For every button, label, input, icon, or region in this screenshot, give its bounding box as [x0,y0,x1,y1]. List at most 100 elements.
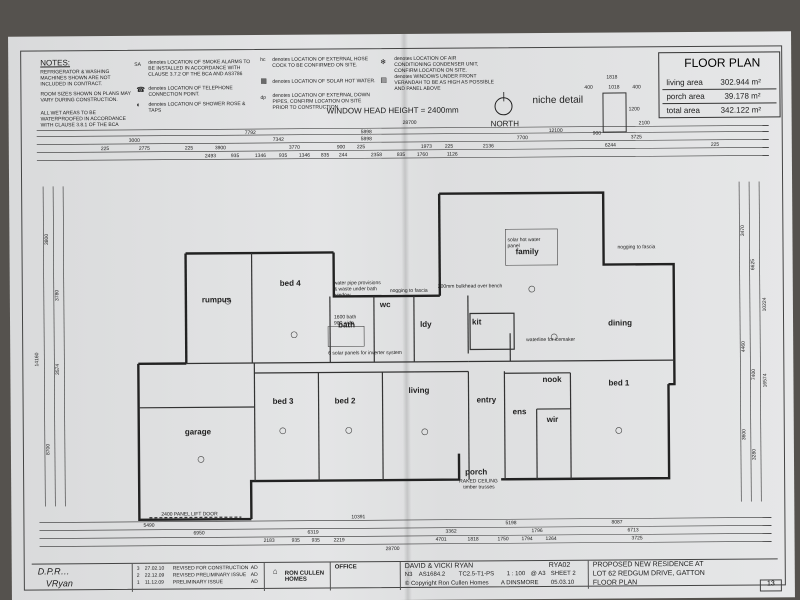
dim-text: 835 [320,152,330,159]
dim-text: 6625 [750,258,757,271]
floor-plan-drawing [36,125,772,547]
signature-mark: D.P.R… [37,566,70,577]
dim-text: 225 [100,146,110,153]
company-logo: ⌂ RON CULLEN HOMES [263,562,330,591]
dim-text: 935 [311,537,320,544]
dim-text: 12100 [548,127,563,134]
company-name: RON CULLEN HOMES [284,570,325,583]
standard: AS1684.2 [418,571,446,578]
dim-text: 3725 [630,134,642,141]
dim-text: 3725 [631,535,643,542]
room-label-ens: ens [512,407,527,417]
office-details: OFFICE [329,562,400,591]
dim-overall: 28700 [402,119,417,126]
dim-text: 3600 [741,429,748,441]
job-number: RYA02 [548,561,571,569]
room-label-garage: garage [184,427,212,437]
dim-text: 225 [356,144,366,151]
dim-text: 1750 [497,536,509,543]
dim-text: 16574 [762,373,769,388]
room-label-bed-1: bed 1 [608,378,630,388]
revision-desc: REVISED FOR CONSTRUCTION [172,565,249,572]
dim-text: 10224 [761,297,768,312]
dim-text: 7342 [272,136,284,143]
dim-text: 1818 [467,536,479,543]
revision-by: AD [250,572,258,579]
dim-text: 3800 [43,233,51,246]
dim-text: 2358 [370,152,383,159]
dim-text: 1346 [298,152,311,159]
dim-text: 835 [396,151,406,159]
plan-note: 6 solar panels for inverter system [328,349,402,357]
dim-text: 1973 [420,143,432,150]
dim-text: 2219 [333,537,345,544]
dim-text: 3470 [739,225,747,237]
dim-text: 935 [278,152,288,159]
revision-desc: REVISED PRELIMINARY ISSUE [172,572,247,579]
dim-text: 225 [710,141,720,148]
dim-text: 244 [338,152,348,159]
room-label-rumpus: rumpus [201,295,232,305]
dim-text: 2775 [138,145,150,152]
dim-text: 7792 [244,130,256,137]
dim-text: 3000 [128,137,140,144]
dim-overall: 28700 [385,546,400,553]
project-title: PROPOSED NEW RESIDENCE AT [592,560,704,569]
room-label-living: living [408,385,430,395]
dim-text: 6950 [193,530,205,537]
dim-text: 225 [444,143,454,150]
revision-by: AD [250,565,258,572]
dim-text: 935 [291,537,300,544]
dim-text: 935 [230,153,240,160]
room-label-entry: entry [476,395,497,405]
dim-text: 14160 [34,352,41,367]
dim-text: 8700 [45,443,52,456]
dim-text: 3362 [445,528,457,535]
plan-note: nogging to fascia [617,244,656,251]
dim-text: 5898 [360,129,372,136]
dim-text: 2183 [263,537,275,544]
dim-text: 7400 [750,368,758,381]
dim-text: 900 [336,144,346,151]
dim-text: 3280 [751,448,758,461]
drawing-date: 05.03.10 [550,579,575,586]
dim-text: 4701 [435,536,447,543]
room-label-ldy: ldy [420,319,432,329]
wind-class: TC2.5-T1-PS [458,571,495,578]
room-label-porch: porch [465,467,488,477]
dim-text: 1264 [545,535,557,542]
dim-text: 6713 [627,527,639,534]
dim-text: 1796 [531,528,543,535]
project-details: PROPOSED NEW RESIDENCE AT LOT 62 REDGUM … [587,559,758,589]
revision-date: 27.02.10 [144,565,165,572]
dim-text: 225 [184,145,194,152]
signature-mark: VRyan [45,578,73,589]
n-class: N3 [404,571,413,578]
revision-desc: PRELIMINARY ISSUE [172,579,223,586]
dim-text: 1126 [446,151,458,158]
room-label-bed-2: bed 2 [334,396,356,406]
dim-text: 5490 [143,522,155,529]
room-label-dining: dining [608,318,633,328]
drawn-by: A DINSMORE [500,580,539,587]
dim-text: 3770 [288,144,300,151]
dim-text: 8087 [611,519,623,526]
job-details: DAVID & VICKI RYAN RYA02 N3 AS1684.2 TC2… [399,560,586,591]
plan-note: timber trusses [463,484,495,491]
plan-note: waterline for icemaker [526,336,576,344]
room-label-nook: nook [542,374,562,385]
dim-text: 1760 [416,151,429,158]
revision-date: 11.12.09 [144,579,164,586]
dim-text: 2136 [482,143,494,150]
dim-text: 5898 [360,136,372,143]
room-label-bed-3: bed 3 [272,396,294,406]
revision-no: 3 [136,565,140,572]
plan-note: 2400 PANEL LIFT DOOR [161,511,218,518]
plan-note: 200mm bulkhead over bench [437,283,503,290]
drawing-sheet: NOTES: REFRIGERATOR & WASHING MACHINES S… [8,31,795,600]
dim-text: 6244 [604,142,616,149]
copyright: © Copyright Ron Cullen Homes [404,580,489,587]
dim-text: 4460 [740,341,747,353]
room-label-wir: wir [546,414,559,424]
dim-text: 5198 [505,520,517,527]
